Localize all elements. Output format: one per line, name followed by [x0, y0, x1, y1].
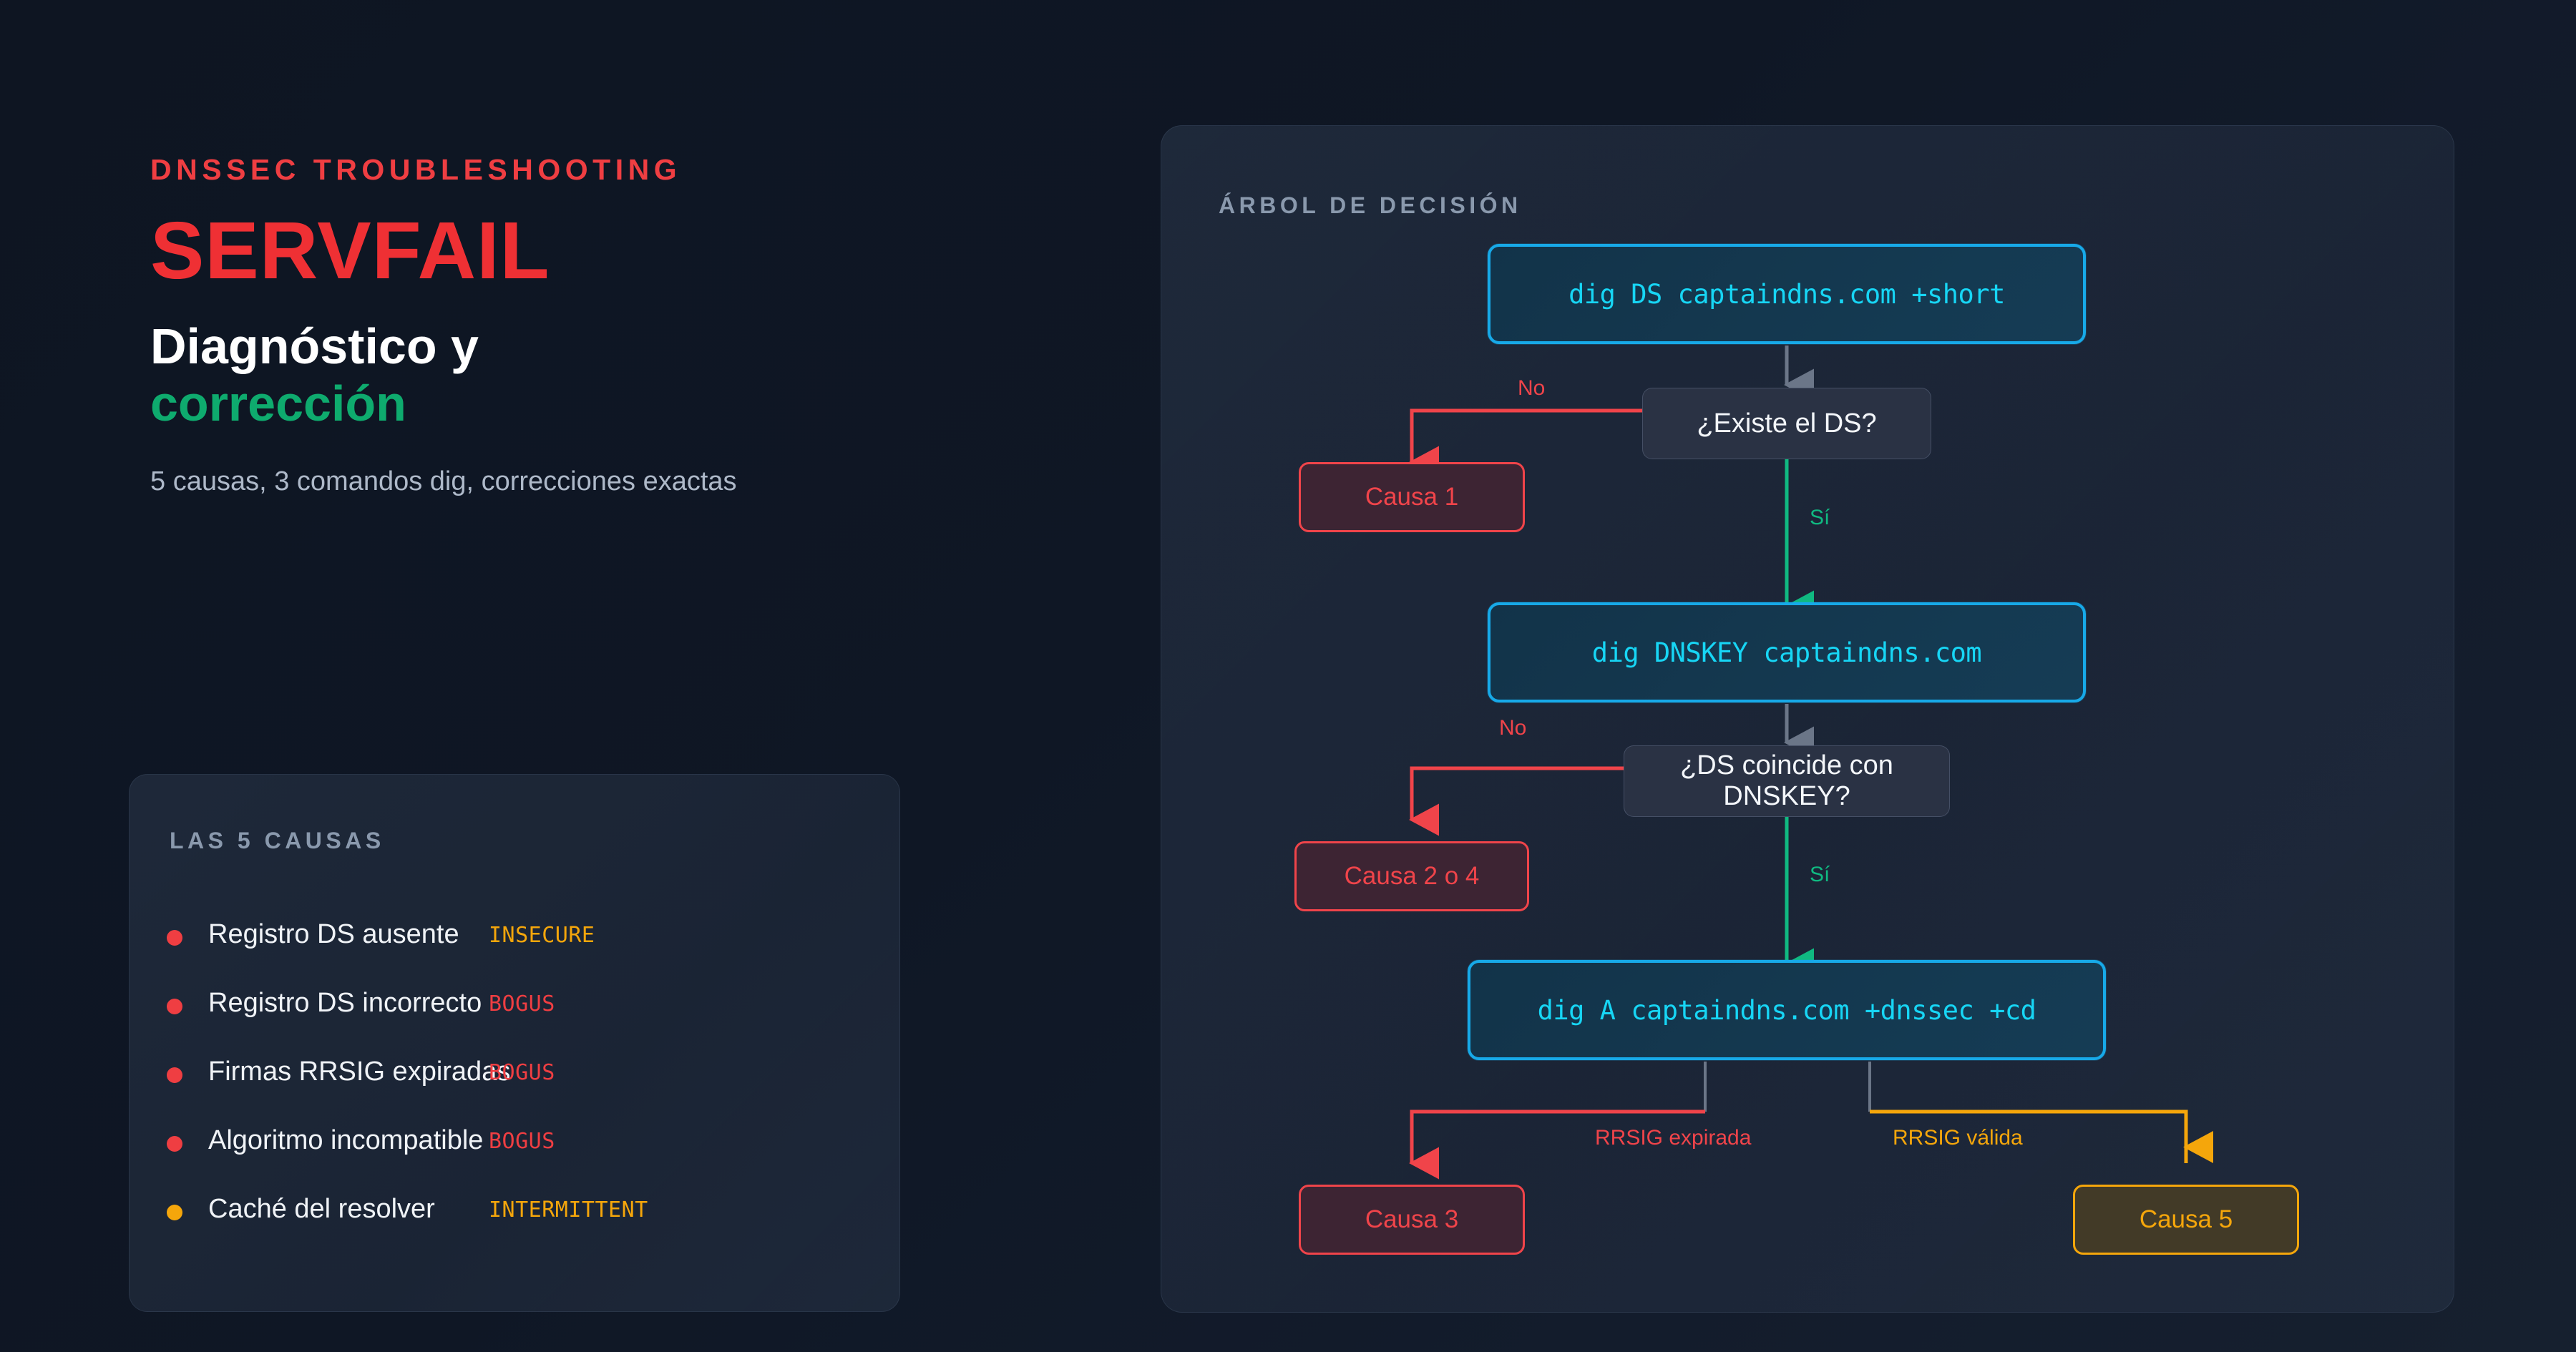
bullet-dot-icon	[167, 999, 182, 1014]
outcome-node-causa-3[interactable]: Causa 3	[1299, 1185, 1525, 1255]
list-item: Caché del resolver INTERMITTENT	[167, 1178, 864, 1247]
status-badge: INSECURE	[489, 923, 595, 948]
command-node-dig-ds[interactable]: dig DS captaindns.com +short	[1488, 244, 2086, 344]
cause-label: Firmas RRSIG expiradas	[208, 1057, 511, 1087]
list-item: Firmas RRSIG expiradas BOGUS	[167, 1041, 864, 1109]
edge-label-si-1: Sí	[1810, 506, 1830, 529]
hero-block: DNSSEC TROUBLESHOOTING SERVFAIL Diagnóst…	[150, 153, 1109, 497]
edge-label-rrsig-expirada: RRSIG expirada	[1595, 1126, 1752, 1150]
page-title: SERVFAIL	[150, 205, 550, 296]
causes-list: Registro DS ausente INSECURE Registro DS…	[167, 903, 864, 1247]
bullet-dot-icon	[167, 1205, 182, 1220]
list-item: Algoritmo incompatible BOGUS	[167, 1109, 864, 1178]
status-badge: BOGUS	[489, 991, 555, 1017]
eyebrow-label: DNSSEC TROUBLESHOOTING	[150, 153, 682, 186]
decision-node-existe-ds[interactable]: ¿Existe el DS?	[1642, 388, 1931, 459]
decision-tree-heading: ÁRBOL DE DECISIÓN	[1219, 192, 1522, 218]
bullet-dot-icon	[167, 930, 182, 946]
decision-tree-panel: ÁRBOL DE DECISIÓN	[1161, 125, 2454, 1313]
bullet-dot-icon	[167, 1136, 182, 1152]
subtitle-line-1: Diagnóstico y	[150, 318, 479, 375]
tagline: 5 causas, 3 comandos dig, correcciones e…	[150, 466, 737, 496]
tree-connectors	[1408, 346, 2213, 1180]
edge-label-rrsig-valida: RRSIG válida	[1893, 1126, 2023, 1150]
list-item: Registro DS ausente INSECURE	[167, 903, 864, 972]
causes-card: LAS 5 CAUSAS Registro DS ausente INSECUR…	[129, 774, 900, 1312]
outcome-node-causa-2-o-4[interactable]: Causa 2 o 4	[1294, 841, 1529, 911]
command-node-dig-dnskey[interactable]: dig DNSKEY captaindns.com	[1488, 602, 2086, 702]
edge-label-si-2: Sí	[1810, 863, 1830, 886]
status-badge: BOGUS	[489, 1129, 555, 1154]
cause-label: Caché del resolver	[208, 1194, 435, 1224]
bullet-dot-icon	[167, 1067, 182, 1083]
status-badge: BOGUS	[489, 1060, 555, 1085]
outcome-node-causa-1[interactable]: Causa 1	[1299, 462, 1525, 532]
outcome-node-causa-5[interactable]: Causa 5	[2073, 1185, 2299, 1255]
edge-label-no-2: No	[1499, 716, 1527, 740]
status-badge: INTERMITTENT	[489, 1197, 648, 1223]
cause-label: Registro DS ausente	[208, 919, 459, 949]
cause-label: Registro DS incorrecto	[208, 988, 482, 1018]
subtitle-line-2: corrección	[150, 375, 406, 431]
decision-node-ds-coincide[interactable]: ¿DS coincide con DNSKEY?	[1624, 745, 1950, 817]
causes-card-heading: LAS 5 CAUSAS	[170, 828, 385, 853]
command-node-dig-a[interactable]: dig A captaindns.com +dnssec +cd	[1468, 960, 2106, 1060]
cause-label: Algoritmo incompatible	[208, 1125, 484, 1155]
list-item: Registro DS incorrecto BOGUS	[167, 972, 864, 1041]
edge-label-no-1: No	[1518, 376, 1546, 400]
